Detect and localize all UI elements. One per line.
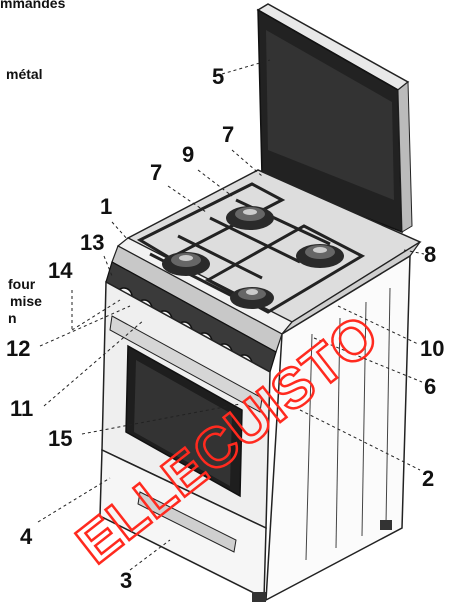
callout-3: 3	[120, 568, 132, 593]
callout-2: 2	[422, 466, 434, 491]
callout-11: 11	[10, 396, 33, 421]
callout-15: 15	[48, 426, 72, 451]
burner-front-left	[162, 252, 210, 276]
burner-back-left	[226, 206, 274, 230]
callout-13: 13	[80, 230, 104, 255]
side-text-metal: métal	[6, 66, 43, 82]
callout-4: 4	[20, 524, 33, 549]
stove-feet	[252, 520, 392, 602]
side-text-n: n	[8, 310, 17, 326]
callout-numbers: 5 7 9 7 1 13 14 8 12 10 6 11 15 2 4 3	[6, 64, 444, 593]
burner-front-right	[230, 287, 274, 309]
burner-back-right	[296, 244, 344, 268]
control-panel	[105, 245, 283, 373]
stove-side-panel	[265, 254, 411, 602]
side-text-commandes: mmandes	[0, 0, 66, 11]
callout-7-lower: 7	[150, 160, 162, 185]
side-text-mise: mise	[10, 293, 42, 309]
callout-6: 6	[424, 374, 436, 399]
callout-14: 14	[48, 258, 73, 283]
callout-9: 9	[182, 142, 194, 167]
side-text-four: four	[8, 276, 36, 292]
callout-7-upper: 7	[222, 122, 234, 147]
callout-8: 8	[424, 242, 436, 267]
callout-10: 10	[420, 336, 444, 361]
leader-lines	[37, 59, 425, 571]
stove-lid	[256, 3, 413, 234]
oven-door	[101, 280, 271, 530]
callout-1: 1	[100, 194, 112, 219]
callout-12: 12	[6, 336, 30, 361]
callout-5: 5	[212, 64, 224, 89]
